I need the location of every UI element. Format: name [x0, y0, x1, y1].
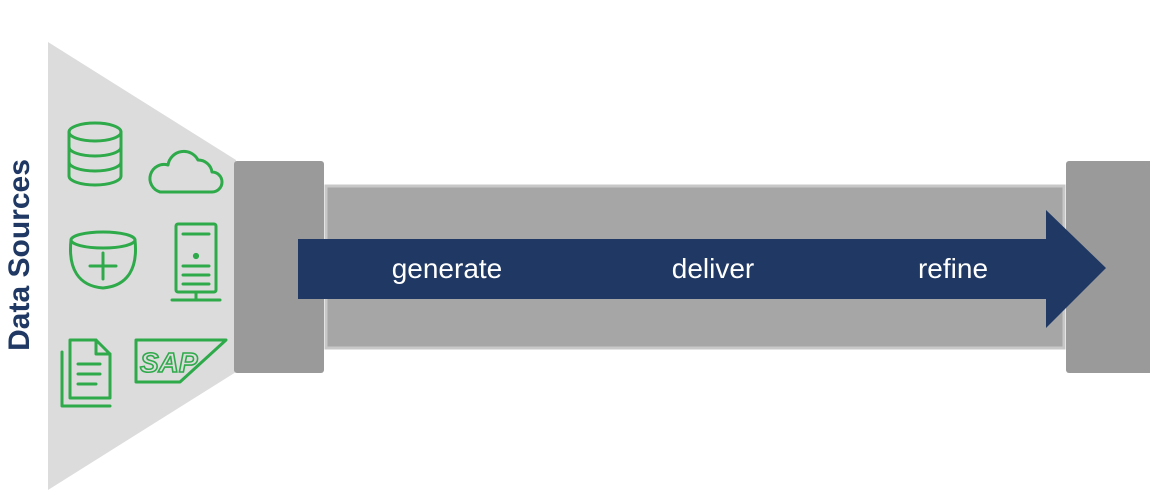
hybrid-db-icon — [68, 230, 138, 290]
svg-text:SAP: SAP — [140, 347, 198, 378]
data-sources-label: Data Sources — [3, 159, 36, 351]
stage-label-deliver: deliver — [672, 253, 754, 284]
sap-logo-icon: SAP — [134, 338, 228, 384]
stage-label-refine: refine — [918, 253, 988, 284]
right-connector-block — [1066, 161, 1150, 373]
documents-icon — [60, 338, 112, 408]
stage-label-generate: generate — [392, 253, 503, 284]
cloud-icon — [148, 149, 224, 194]
database-icon — [67, 121, 123, 187]
left-connector-block — [234, 161, 324, 373]
data-sources-funnel — [48, 42, 236, 490]
process-arrow — [298, 210, 1106, 328]
server-icon — [170, 222, 222, 302]
